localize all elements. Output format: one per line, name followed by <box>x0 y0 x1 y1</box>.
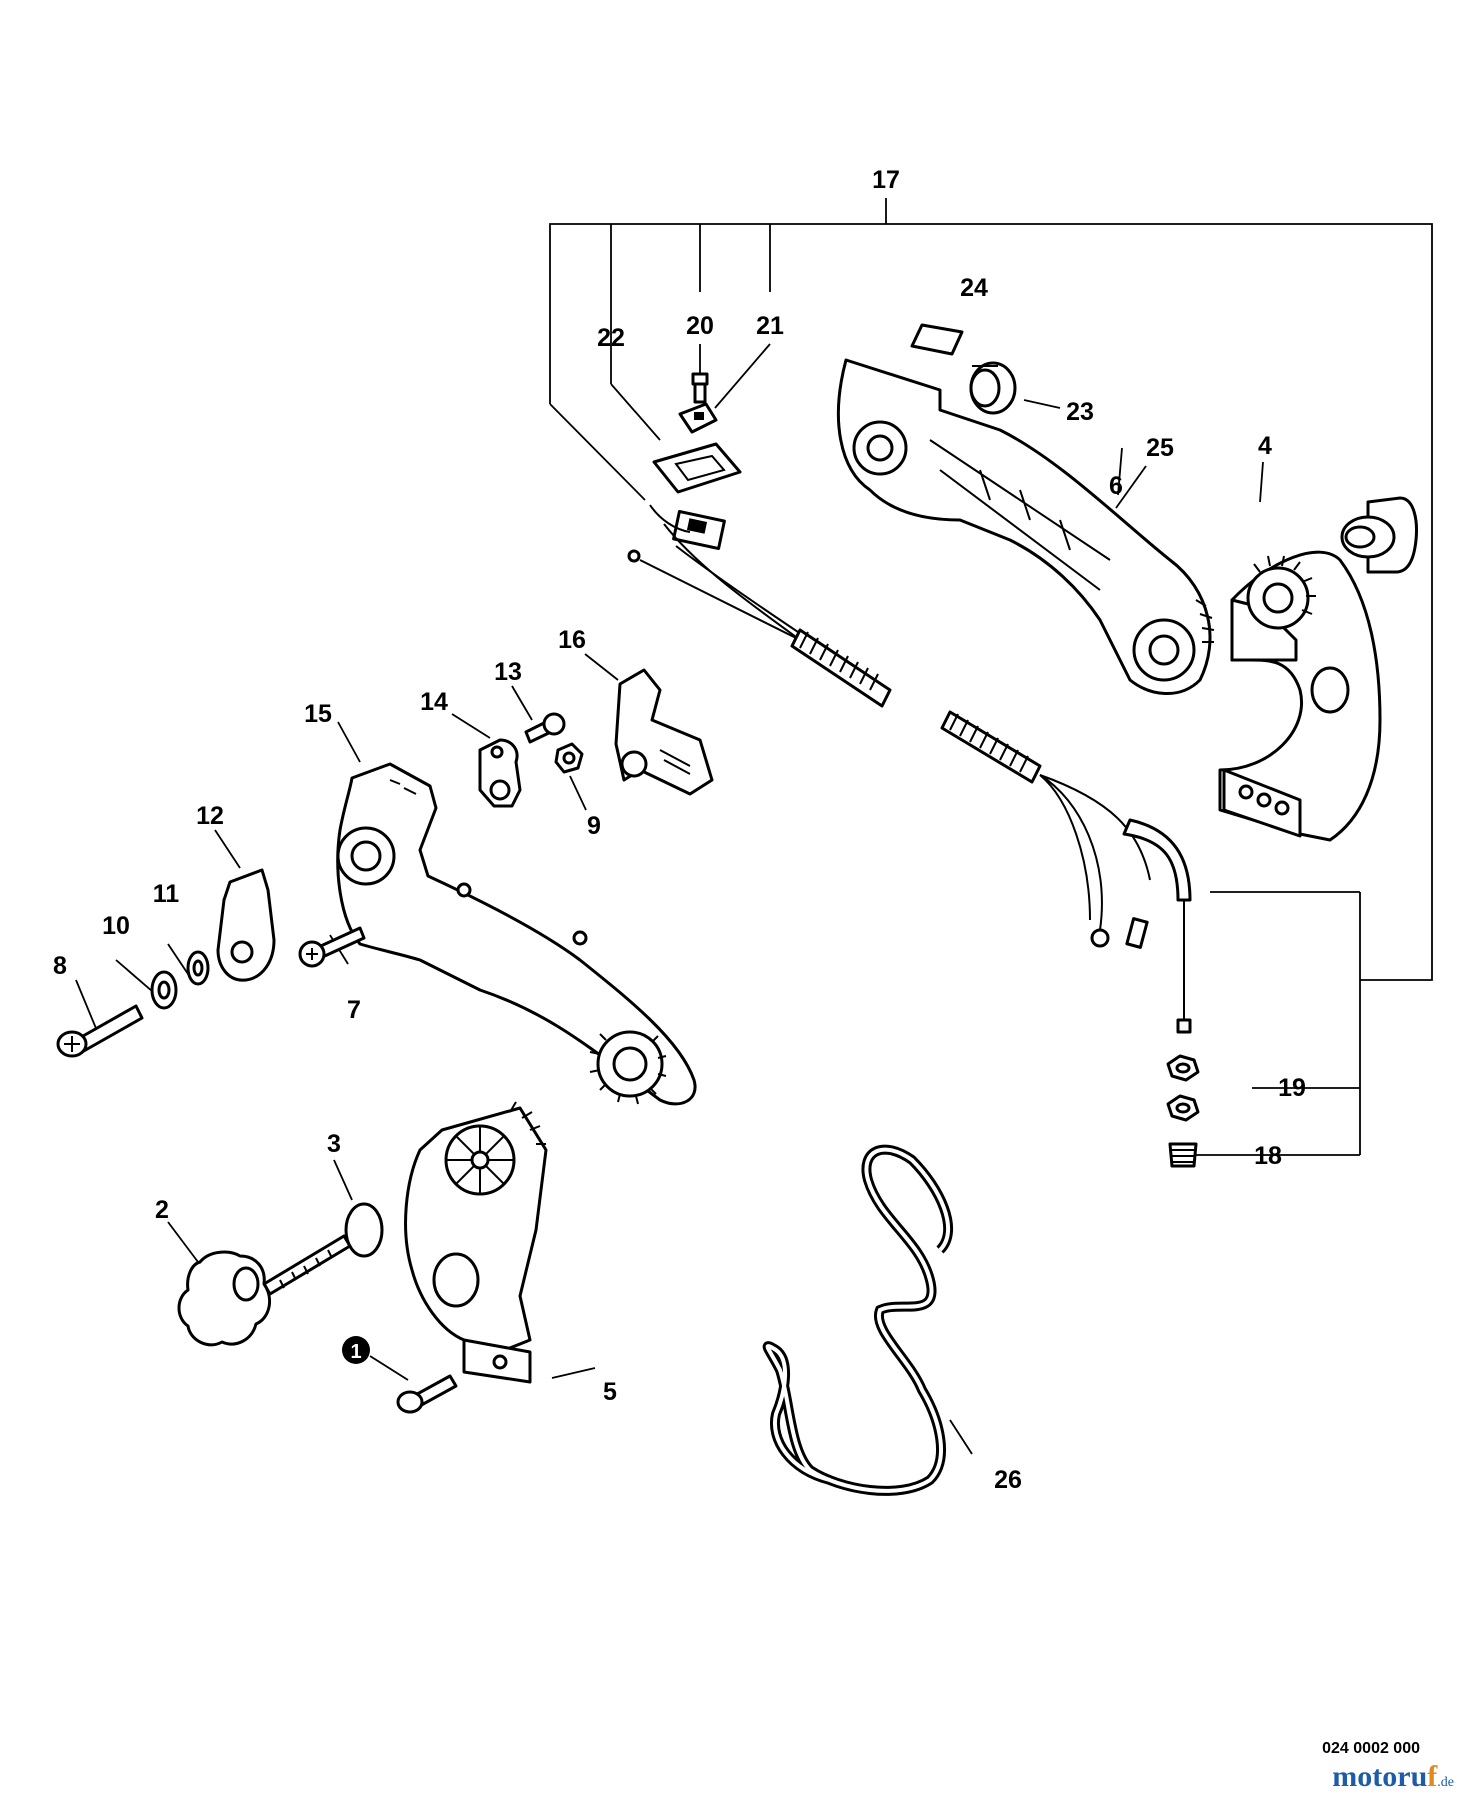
callout-25: 25 <box>1146 434 1174 462</box>
callout-1: 1 <box>350 1341 361 1363</box>
part-6-clamp <box>1218 550 1382 842</box>
callout-26: 26 <box>994 1466 1022 1494</box>
part-14-lever <box>478 738 522 808</box>
part-18-nipple <box>1168 1142 1198 1168</box>
part-22-pad <box>652 442 742 494</box>
callout-12: 12 <box>196 802 224 830</box>
callout-2: 2 <box>155 1196 169 1224</box>
callout-4: 4 <box>1258 432 1272 460</box>
part-26-hook <box>762 1144 954 1496</box>
part-11-washer <box>186 950 210 986</box>
callout-13: 13 <box>494 658 522 686</box>
callout-22: 22 <box>597 324 625 352</box>
callout-20: 20 <box>686 312 714 340</box>
bracket-17 <box>549 198 1433 1156</box>
part-9-nut <box>554 742 584 774</box>
part-16-trigger <box>614 668 714 796</box>
callout-5: 5 <box>603 1378 617 1406</box>
part-19-nuts <box>1166 1054 1200 1122</box>
callout-labels: 17 22 20 21 24 23 25 4 6 16 13 14 15 9 1… <box>53 166 1306 1494</box>
part-21-nut <box>678 402 718 434</box>
part-17-switch-harness <box>627 504 1192 1034</box>
callout-16: 16 <box>558 626 586 654</box>
callout-9: 9 <box>587 812 601 840</box>
watermark-logo: motoruf.de <box>1332 1760 1454 1793</box>
part-25-handle-upper <box>836 358 1215 695</box>
callout-8: 8 <box>53 952 67 980</box>
callout-19: 19 <box>1278 1074 1306 1102</box>
callout-14: 14 <box>420 688 448 716</box>
callout-3: 3 <box>327 1130 341 1158</box>
part-1-screw <box>342 1336 458 1414</box>
part-7-screw <box>298 926 366 968</box>
part-4-cap <box>1340 496 1418 574</box>
callout-10: 10 <box>102 912 130 940</box>
callout-15: 15 <box>304 700 332 728</box>
callout-7: 7 <box>347 996 361 1024</box>
part-20-screw <box>691 372 709 404</box>
callout-23: 23 <box>1066 398 1094 426</box>
part-3-washer <box>344 1202 384 1258</box>
part-13-screw <box>524 712 566 744</box>
part-15-handle-lower <box>336 762 697 1106</box>
callout-18: 18 <box>1254 1142 1282 1170</box>
part-23-grommet <box>969 361 1017 415</box>
callout-17: 17 <box>872 166 900 194</box>
part-24-label <box>910 323 964 356</box>
part-12-lever <box>216 868 276 982</box>
part-5-clamp <box>404 1101 548 1384</box>
callout-21: 21 <box>756 312 784 340</box>
callout-24: 24 <box>960 274 988 302</box>
callout-6: 6 <box>1109 472 1123 500</box>
part-2-knob <box>177 1234 352 1347</box>
part-10-lockwasher <box>150 970 178 1010</box>
callout-11: 11 <box>153 880 180 908</box>
figure-code: 024 0002 000 <box>1322 1740 1420 1757</box>
part-8-screw <box>56 1004 144 1058</box>
